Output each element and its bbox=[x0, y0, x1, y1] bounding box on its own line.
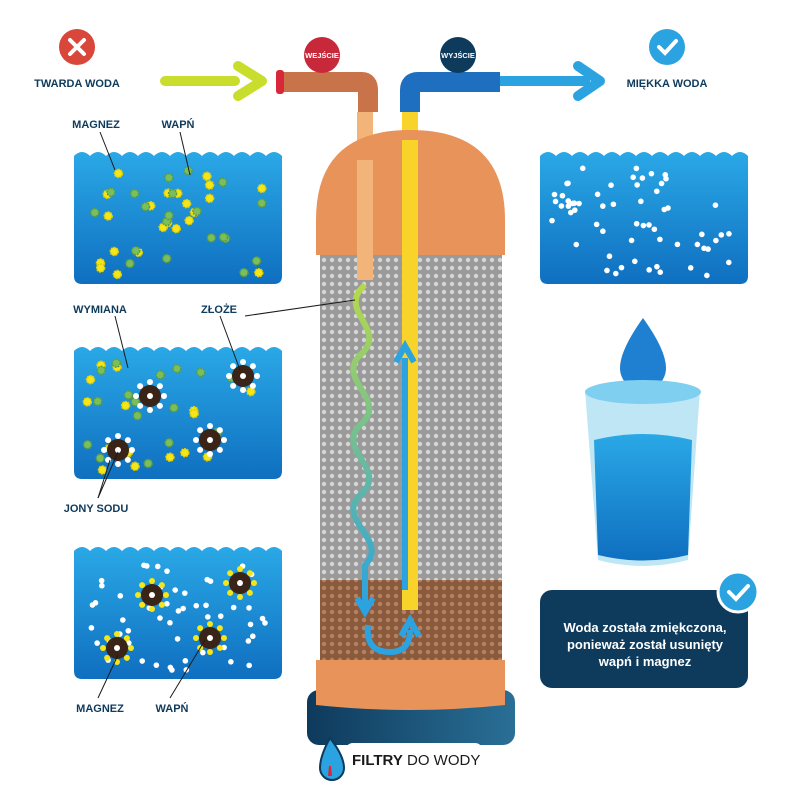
softened-resin-panel bbox=[74, 547, 282, 679]
info-line-3: wapń i magnez bbox=[598, 654, 692, 669]
info-line-2: ponieważ został usunięty bbox=[567, 637, 724, 652]
calcium-label-bottom: WAPŃ bbox=[156, 702, 189, 715]
hard-water-panel bbox=[74, 152, 282, 284]
hard-water-label: TWARDA WODA bbox=[34, 78, 120, 90]
leader-lines bbox=[97, 131, 356, 699]
hard-water-x-icon bbox=[59, 29, 95, 65]
logo-brand-rest: DO WODY bbox=[403, 752, 481, 769]
inlet-label: WEJŚCIE bbox=[305, 51, 339, 60]
check-icon bbox=[716, 570, 760, 614]
glass-of-water-icon bbox=[585, 318, 701, 566]
logo-brand-bold: FILTRY bbox=[352, 752, 403, 769]
inlet-badge: WEJŚCIE bbox=[304, 37, 340, 73]
soft-water-check-icon bbox=[649, 29, 685, 65]
softener-tank bbox=[307, 130, 515, 745]
outlet-label: WYJŚCIE bbox=[441, 51, 475, 60]
inflow-arrow-icon bbox=[160, 61, 267, 101]
outflow-arrow-icon bbox=[500, 61, 605, 101]
hard-water-flow-path bbox=[350, 282, 375, 605]
soft-water-panel bbox=[540, 152, 748, 284]
filtry-do-wody-logo: FILTRY DO WODY bbox=[318, 736, 483, 781]
resin-label: ZŁOŻE bbox=[201, 303, 237, 316]
svg-text:FILTRY DO WODY: FILTRY DO WODY bbox=[352, 752, 480, 769]
exchange-panel bbox=[74, 347, 282, 479]
info-line-1: Woda została zmiękczona, bbox=[563, 620, 726, 635]
soft-water-label: MIĘKKA WODA bbox=[627, 78, 708, 90]
sodium-ions-label: JONY SODU bbox=[64, 503, 129, 515]
magnesium-label-bottom: MAGNEZ bbox=[76, 703, 124, 715]
info-box: Woda została zmiękczona, ponieważ został… bbox=[540, 570, 760, 688]
exchange-label: WYMIANA bbox=[73, 304, 127, 316]
calcium-label-top: WAPŃ bbox=[162, 118, 195, 131]
magnesium-label-top: MAGNEZ bbox=[72, 119, 120, 131]
outlet-badge: WYJŚCIE bbox=[440, 37, 476, 73]
